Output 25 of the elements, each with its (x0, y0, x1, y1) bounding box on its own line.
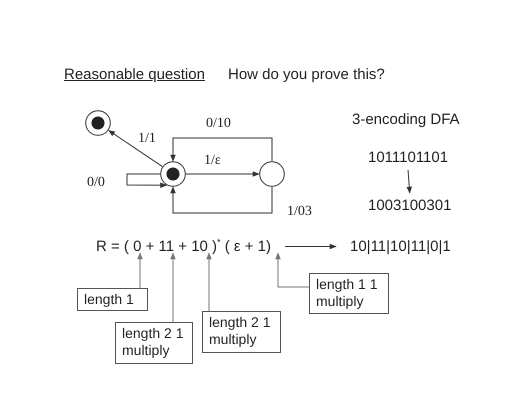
accepting-state-circle (85, 110, 111, 136)
arrow (170, 138, 272, 162)
encoded-string: 10|11|10|11|0|1 (350, 238, 451, 255)
heading-text: Reasonable question (64, 66, 205, 83)
state-circle (259, 161, 285, 187)
question-text: How do you prove this? (228, 66, 385, 83)
diagram-caption: 3-encoding DFA (352, 111, 460, 128)
arrow (126, 174, 168, 188)
leader-line (275, 252, 310, 288)
regex-formula: R = ( 0 + 11 + 10 )$^{*}$ ( ε + 1) (96, 238, 272, 255)
arrow (284, 244, 337, 250)
accepting-state-circle (160, 161, 186, 187)
arrow (108, 130, 163, 168)
arrow (170, 186, 272, 214)
binary-string: 1011101101 (368, 149, 448, 166)
annotation-box: length 2 1 multiply (202, 311, 281, 353)
annotation-box: length 2 1 multiply (115, 322, 193, 364)
arrow (186, 171, 260, 177)
encoded-string: 1003100301 (368, 197, 452, 214)
arrow (406, 170, 412, 194)
annotation-box: length 1 (77, 288, 148, 311)
leader-line (137, 252, 143, 288)
annotation-box: length 1 1 multiply (309, 273, 389, 314)
leader-line (170, 252, 176, 322)
leader-line (206, 252, 212, 312)
